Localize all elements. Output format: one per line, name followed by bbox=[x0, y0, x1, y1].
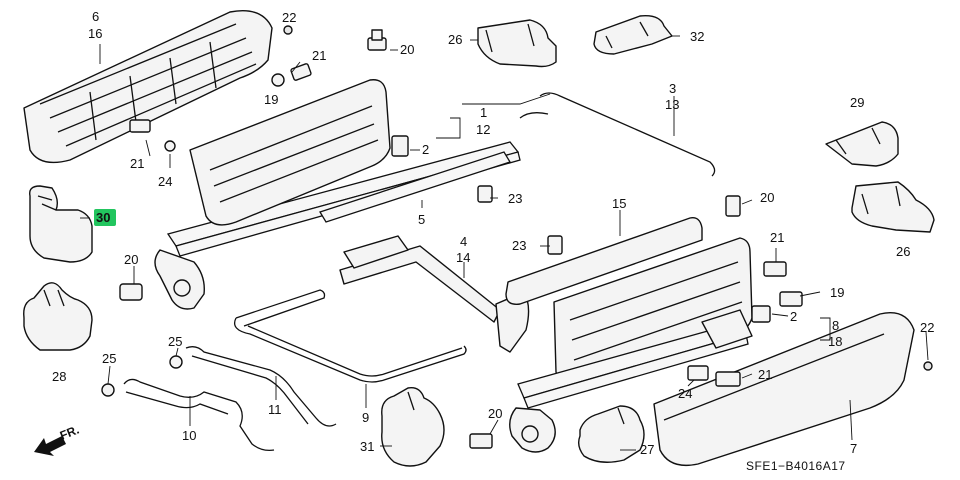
callout[interactable]: 24 bbox=[158, 174, 172, 189]
cover-part-32[interactable] bbox=[593, 15, 673, 55]
cover-part-26-right[interactable] bbox=[851, 181, 935, 233]
front-arrow-label: FR. bbox=[58, 423, 81, 443]
callout[interactable]: 26 bbox=[896, 244, 910, 259]
callout[interactable]: 26 bbox=[448, 32, 462, 47]
leader-lines bbox=[80, 35, 929, 451]
callout[interactable]: 22 bbox=[920, 320, 934, 335]
callout[interactable]: 21 bbox=[312, 48, 326, 63]
callout[interactable]: 14 bbox=[456, 250, 470, 265]
callout[interactable]: 29 bbox=[850, 95, 864, 110]
callout[interactable]: 21 bbox=[130, 156, 144, 171]
wire-frame-9[interactable] bbox=[233, 289, 467, 383]
callout[interactable]: 20 bbox=[488, 406, 502, 421]
cover-part-27[interactable] bbox=[577, 405, 645, 463]
callout[interactable]: 2 bbox=[790, 309, 797, 324]
fasteners[interactable] bbox=[101, 25, 933, 449]
cross-member[interactable] bbox=[339, 235, 530, 353]
callout[interactable]: 31 bbox=[360, 439, 374, 454]
callout[interactable]: 30 bbox=[96, 210, 110, 225]
callout[interactable]: 23 bbox=[512, 238, 526, 253]
callout[interactable]: 2 bbox=[422, 142, 429, 157]
diagram-code: SFE1−B4016A17 bbox=[746, 459, 846, 473]
callout[interactable]: 1 bbox=[480, 105, 487, 120]
front-cover-part[interactable] bbox=[653, 312, 915, 467]
callout[interactable]: 10 bbox=[182, 428, 196, 443]
callout[interactable]: 27 bbox=[640, 442, 654, 457]
link-rod-10[interactable] bbox=[123, 378, 275, 452]
callout[interactable]: 4 bbox=[460, 234, 467, 249]
callout[interactable]: 21 bbox=[758, 367, 772, 382]
callout[interactable]: 24 bbox=[678, 386, 692, 401]
link-rod-11[interactable] bbox=[185, 346, 337, 427]
callout[interactable]: 8 bbox=[832, 318, 839, 333]
callout[interactable]: 23 bbox=[508, 191, 522, 206]
cover-part-31[interactable] bbox=[381, 387, 445, 467]
callout[interactable]: 11 bbox=[268, 402, 282, 417]
left-seat-track-assembly[interactable] bbox=[154, 79, 521, 310]
release-rod[interactable] bbox=[519, 92, 716, 177]
callout[interactable]: 19 bbox=[264, 92, 278, 107]
callout[interactable]: 15 bbox=[612, 196, 626, 211]
callout[interactable]: 25 bbox=[102, 351, 116, 366]
cover-part-26-top[interactable] bbox=[477, 19, 557, 68]
callout[interactable]: 7 bbox=[850, 441, 857, 456]
callout[interactable]: 6 bbox=[92, 9, 99, 24]
callout[interactable]: 25 bbox=[168, 334, 182, 349]
cover-part-30[interactable] bbox=[29, 185, 93, 263]
callout[interactable]: 20 bbox=[400, 42, 414, 57]
highlight-box bbox=[94, 209, 116, 226]
rear-cover-part[interactable] bbox=[23, 10, 273, 164]
callout[interactable]: 3 bbox=[669, 81, 676, 96]
right-seat-track-assembly[interactable] bbox=[505, 217, 753, 453]
front-arrow: FR. bbox=[34, 423, 81, 456]
callout[interactable]: 22 bbox=[282, 10, 296, 25]
callout[interactable]: 20 bbox=[124, 252, 138, 267]
callout[interactable]: 13 bbox=[665, 97, 679, 112]
cover-part-28[interactable] bbox=[23, 282, 93, 351]
callout[interactable]: 18 bbox=[828, 334, 842, 349]
callout[interactable]: 32 bbox=[690, 29, 704, 44]
callout[interactable]: 12 bbox=[476, 122, 490, 137]
callout[interactable]: 5 bbox=[418, 212, 425, 227]
cover-part-29[interactable] bbox=[825, 121, 899, 167]
callout[interactable]: 16 bbox=[88, 26, 102, 41]
callout[interactable]: 21 bbox=[770, 230, 784, 245]
callout[interactable]: 9 bbox=[362, 410, 369, 425]
callout[interactable]: 20 bbox=[760, 190, 774, 205]
callout-labels: 6 16 22 21 20 26 32 19 3 13 1 12 29 21 2… bbox=[52, 9, 934, 457]
callout[interactable]: 19 bbox=[830, 285, 844, 300]
callout[interactable]: 28 bbox=[52, 369, 66, 384]
